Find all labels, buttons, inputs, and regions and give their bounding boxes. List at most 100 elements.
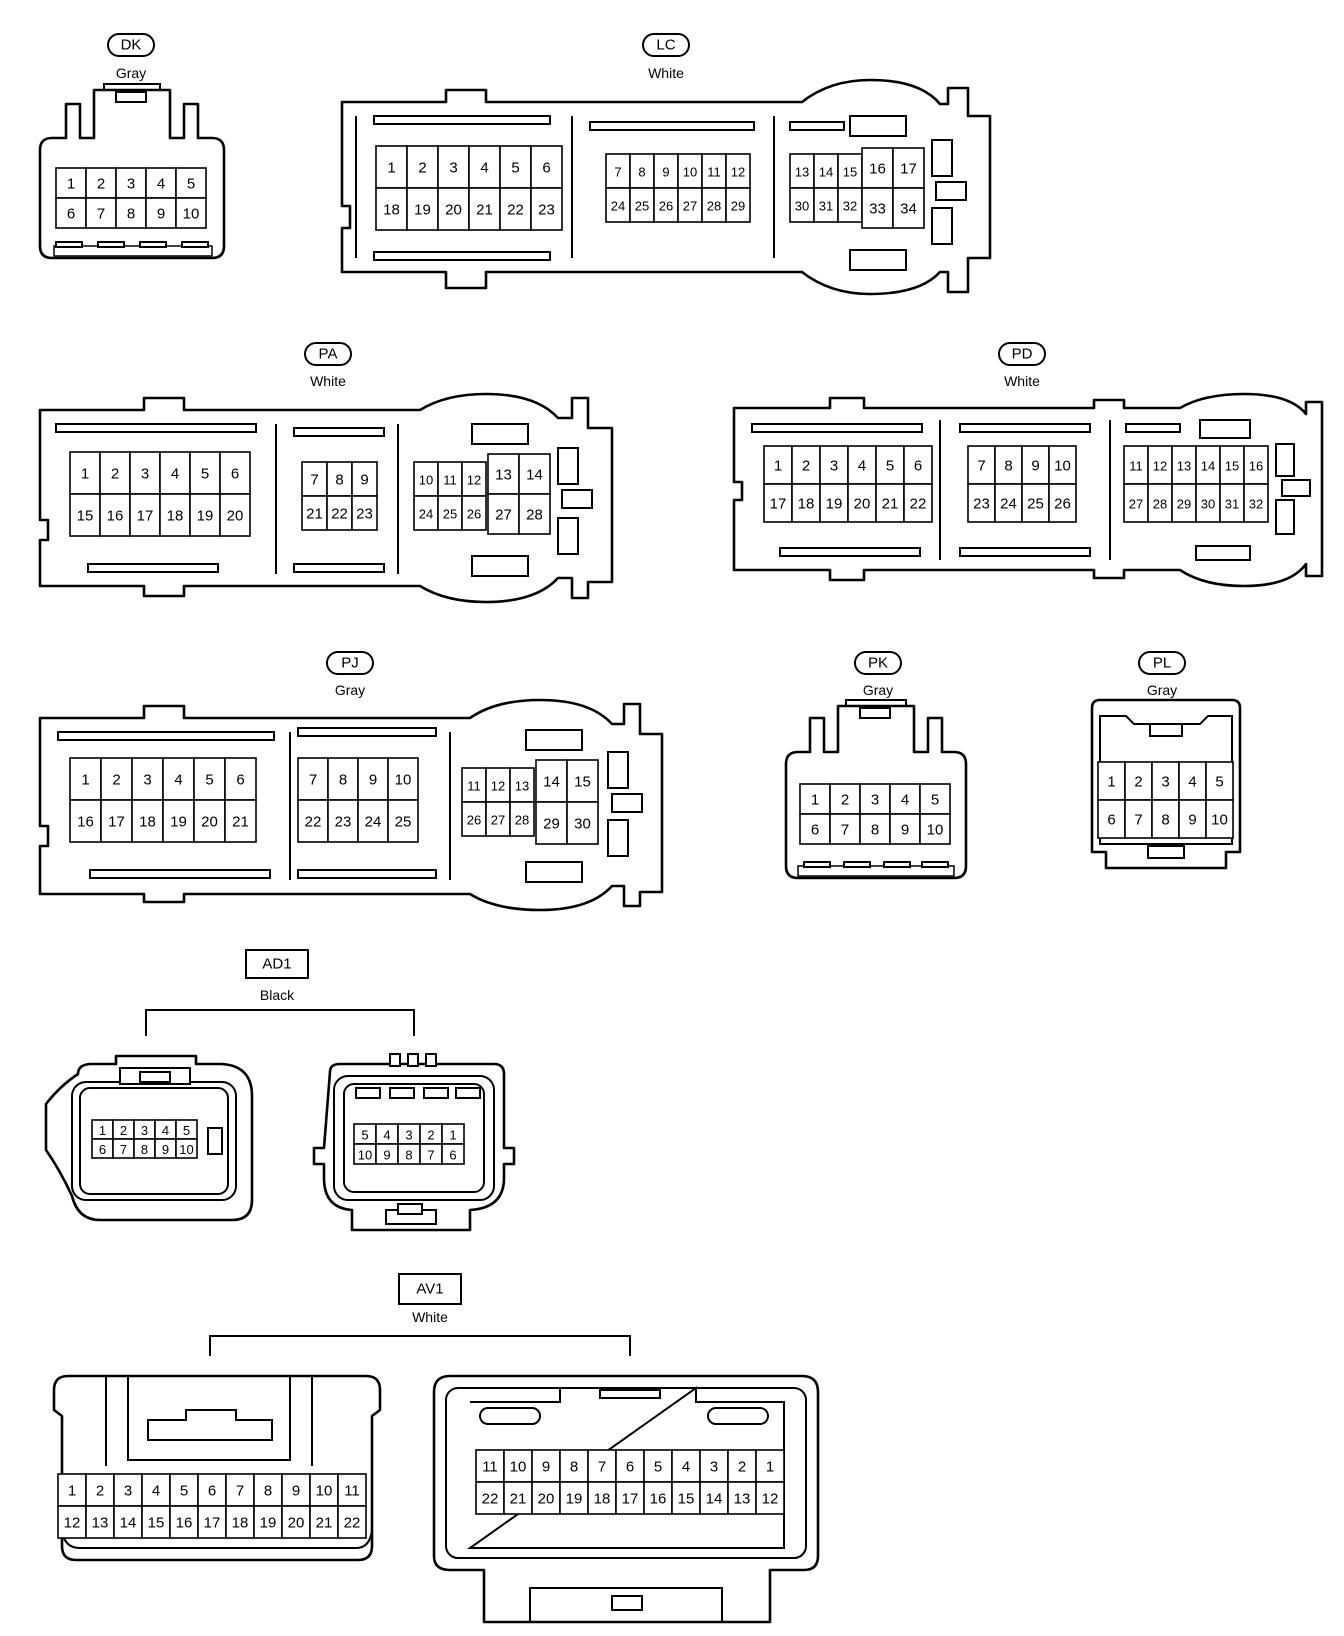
pin-number: 10 (419, 473, 433, 488)
pin-number: 12 (491, 779, 505, 794)
pin-number: 18 (167, 508, 184, 525)
pin-number: 27 (495, 507, 512, 524)
pin-cavity (1147, 483, 1173, 523)
pin-number: 2 (418, 160, 426, 177)
pin-number: 22 (344, 1515, 361, 1532)
pin-number: 4 (383, 1128, 390, 1143)
pin-number: 8 (264, 1483, 272, 1500)
pin-number: 8 (127, 206, 135, 223)
pin-number: 5 (931, 792, 939, 809)
housing-outline (312, 1062, 516, 1232)
guide-rib (931, 207, 953, 245)
pin-number: 28 (707, 199, 721, 214)
pin-number: 10 (510, 1459, 527, 1476)
pin-number: 20 (445, 202, 462, 219)
pin-cavity (441, 1143, 465, 1165)
latch (127, 1376, 291, 1461)
pin-number: 1 (774, 458, 782, 475)
pin-cavity (791, 445, 821, 485)
pin-number: 2 (738, 1459, 746, 1476)
latch (845, 699, 907, 706)
pin-number: 17 (137, 508, 154, 525)
pin-number: 3 (143, 772, 151, 789)
pin-cavity (629, 153, 655, 189)
pin-number: 7 (977, 458, 985, 475)
key-slot (97, 241, 125, 248)
key-slot (181, 241, 209, 248)
pin-number: 3 (871, 792, 879, 809)
guide-rib (1281, 479, 1311, 497)
pin-number: 24 (1000, 496, 1017, 513)
pin-number: 2 (112, 772, 120, 789)
pin-number: 10 (1054, 458, 1071, 475)
pin-number: 10 (183, 206, 200, 223)
pin-number: 18 (139, 814, 156, 831)
pin-cavity (994, 445, 1023, 485)
key-slot (423, 1087, 449, 1099)
pin-number: 31 (819, 199, 833, 214)
latch-tab (599, 1389, 661, 1399)
pin-cavity (131, 757, 164, 801)
pin-number: 27 (683, 199, 697, 214)
pin-cavity (351, 495, 378, 531)
pin-number: 28 (1153, 497, 1167, 512)
pin-number: 5 (180, 1483, 188, 1500)
pin-cavity (437, 187, 470, 231)
pin-cavity (281, 1473, 311, 1507)
pin-cavity (281, 1505, 311, 1539)
pin-number: 3 (141, 466, 149, 483)
pin-number: 23 (335, 814, 352, 831)
pin-cavity (129, 493, 161, 537)
latch-tab (115, 91, 147, 103)
pin-cavity (1178, 799, 1207, 839)
pin-number: 6 (231, 466, 239, 483)
pin-number: 18 (594, 1491, 611, 1508)
pin-number: 10 (683, 165, 697, 180)
pin-cavity (69, 451, 101, 495)
key-rail (293, 427, 385, 437)
connector-color: White (310, 373, 346, 389)
pin-number: 3 (127, 176, 135, 193)
pin-number: 5 (361, 1128, 368, 1143)
pin-cavity (69, 493, 101, 537)
pin-number: 4 (1188, 774, 1196, 791)
pin-number: 24 (365, 814, 382, 831)
latch-tab (425, 1053, 437, 1067)
pin-number: 7 (310, 472, 318, 489)
pin-cavity (159, 451, 191, 495)
housing-base (797, 865, 955, 877)
pin-number: 9 (360, 472, 368, 489)
key-rail (373, 251, 551, 261)
housing-base (53, 245, 213, 257)
key-rail (57, 731, 275, 741)
key-rail (589, 121, 755, 131)
pin-cavity (755, 1481, 785, 1515)
key-slot (389, 1087, 415, 1099)
pin-cavity (131, 799, 164, 843)
key-rail (1125, 423, 1181, 433)
pin-number: 10 (358, 1148, 372, 1163)
pin-number: 5 (201, 466, 209, 483)
latch-tab (407, 1053, 419, 1067)
pin-cavity (967, 483, 996, 523)
key-rail (297, 727, 437, 737)
connector-code: PJ (341, 655, 359, 672)
pin-cavity (55, 197, 87, 229)
pin-number: 1 (81, 466, 89, 483)
latch-tab (389, 1053, 401, 1067)
pin-number: 11 (344, 1483, 360, 1500)
pin-number: 1 (67, 176, 75, 193)
pin-number: 29 (543, 816, 560, 833)
key-slot (455, 1087, 481, 1099)
pin-number: 1 (811, 792, 819, 809)
pin-number: 8 (638, 165, 645, 180)
pin-cavity (503, 1481, 533, 1515)
